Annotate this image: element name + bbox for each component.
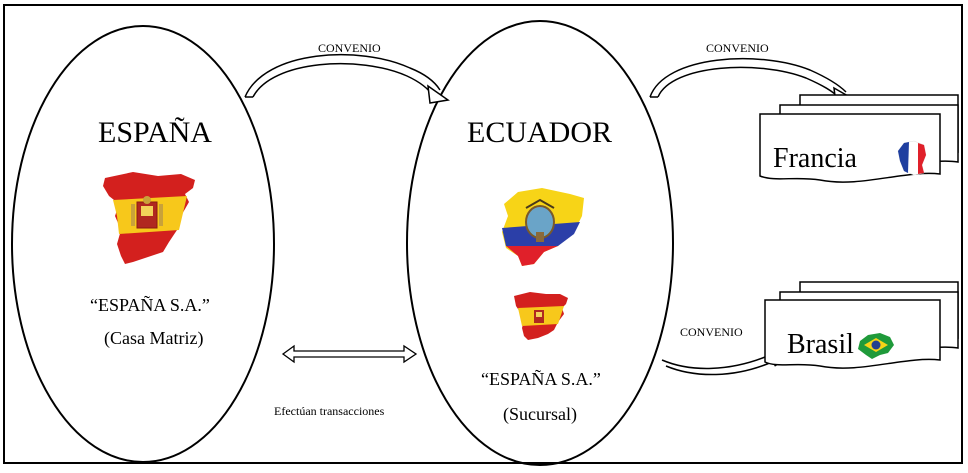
brasil-document-stack bbox=[764, 281, 959, 369]
brazil-map-icon bbox=[858, 333, 894, 359]
brasil-label: Brasil bbox=[787, 329, 854, 360]
ecuador-map-icon bbox=[502, 188, 584, 266]
france-map-icon bbox=[897, 140, 927, 176]
convenio-label-spain-ecuador: CONVENIO bbox=[318, 41, 381, 55]
convenio-arrow-ecuador-brasil bbox=[661, 351, 778, 376]
transactions-arrow bbox=[281, 344, 418, 364]
convenio-label-ecuador-francia: CONVENIO bbox=[706, 41, 769, 55]
francia-label: Francia bbox=[773, 143, 857, 174]
ecuador-company-role: (Sucursal) bbox=[503, 404, 577, 424]
spain-title: ESPAÑA bbox=[98, 116, 212, 149]
spain-company-role: (Casa Matriz) bbox=[104, 328, 204, 348]
convenio-label-ecuador-brasil: CONVENIO bbox=[680, 325, 743, 339]
transactions-label: Efectúan transacciones bbox=[274, 404, 385, 418]
convenio-arrow-spain-ecuador bbox=[244, 53, 450, 104]
diagram-frame bbox=[3, 4, 963, 464]
spain-company-name: “ESPAÑA S.A.” bbox=[90, 295, 210, 315]
ecuador-company-name: “ESPAÑA S.A.” bbox=[481, 369, 601, 389]
spain-oval bbox=[11, 25, 275, 463]
spain-map-icon bbox=[103, 172, 195, 264]
spain-small-map-icon bbox=[514, 292, 568, 340]
ecuador-title: ECUADOR bbox=[467, 116, 613, 149]
ecuador-oval bbox=[406, 20, 674, 466]
